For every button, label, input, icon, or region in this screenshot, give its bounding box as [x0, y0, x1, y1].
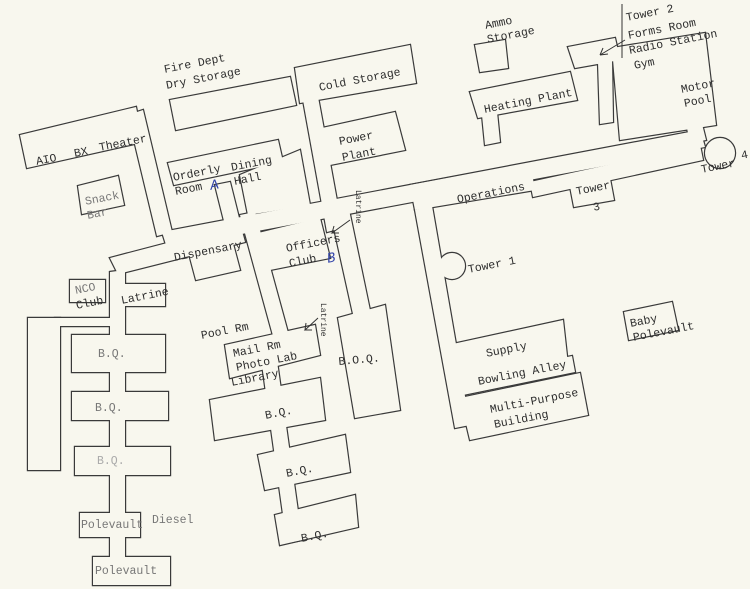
label-bq: B.Q. — [97, 455, 125, 468]
label-bx: BX — [73, 145, 90, 161]
label-polevault: Polevault — [81, 519, 144, 532]
label-bq: B.Q. — [98, 348, 126, 361]
label-bq: B.Q. — [95, 402, 123, 415]
label-polevault: Polevault — [95, 565, 158, 578]
arrow-icon — [303, 317, 319, 331]
label-latrine-vertical: Latrine — [353, 190, 362, 224]
arrow-icon — [599, 39, 626, 56]
arrow-icon — [330, 219, 351, 234]
label-diesel: Diesel — [152, 514, 194, 527]
label-latrine-vertical: Latrine — [318, 303, 327, 337]
